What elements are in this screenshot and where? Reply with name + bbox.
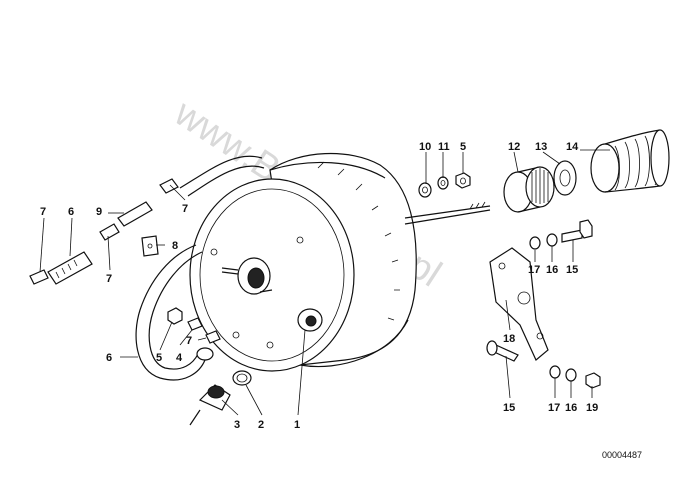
callout-6: 6 [68, 206, 74, 218]
filter-and-boot [503, 129, 670, 213]
callout-7: 7 [186, 335, 192, 347]
callout-14: 14 [566, 141, 579, 153]
callout-16: 16 [565, 402, 577, 414]
callout-1: 1 [294, 419, 300, 431]
mounting-bracket [489, 247, 549, 361]
callout-15: 15 [503, 402, 515, 414]
callout-9: 9 [96, 206, 102, 218]
callout-12: 12 [508, 141, 520, 153]
clip-bracket [141, 235, 159, 257]
callout-3: 3 [234, 419, 240, 431]
callout-7: 7 [40, 206, 46, 218]
callout-18: 18 [503, 333, 515, 345]
callout-4: 4 [176, 352, 183, 364]
callout-7: 7 [106, 273, 112, 285]
callout-17: 17 [548, 402, 560, 414]
callout-16: 16 [546, 264, 558, 276]
bolt-washers-upper [529, 219, 593, 250]
washer-nut-set-top [418, 172, 471, 198]
vacuum-hose-upper [29, 155, 265, 285]
fittings-near-body [167, 307, 221, 361]
diagram-number: 00004487 [602, 450, 642, 460]
leader-lines [39, 149, 610, 416]
callout-15: 15 [566, 264, 578, 276]
check-valve [189, 370, 252, 426]
callout-labels: 10 11 5 12 13 14 7 6 9 7 8 7 17 16 15 18… [40, 141, 598, 431]
callout-19: 19 [586, 402, 598, 414]
callout-11: 11 [438, 141, 450, 153]
brake-booster-body [189, 152, 491, 372]
callout-17: 17 [528, 264, 540, 276]
bolt-washers-lower [486, 340, 601, 389]
callout-6: 6 [106, 352, 112, 364]
callout-7: 7 [182, 203, 188, 215]
callout-5: 5 [156, 352, 162, 364]
callout-13: 13 [535, 141, 547, 153]
callout-10: 10 [419, 141, 431, 153]
callout-5: 5 [460, 141, 466, 153]
callout-2: 2 [258, 419, 264, 431]
callout-8: 8 [172, 240, 178, 252]
vacuum-hose-lower [135, 244, 206, 381]
